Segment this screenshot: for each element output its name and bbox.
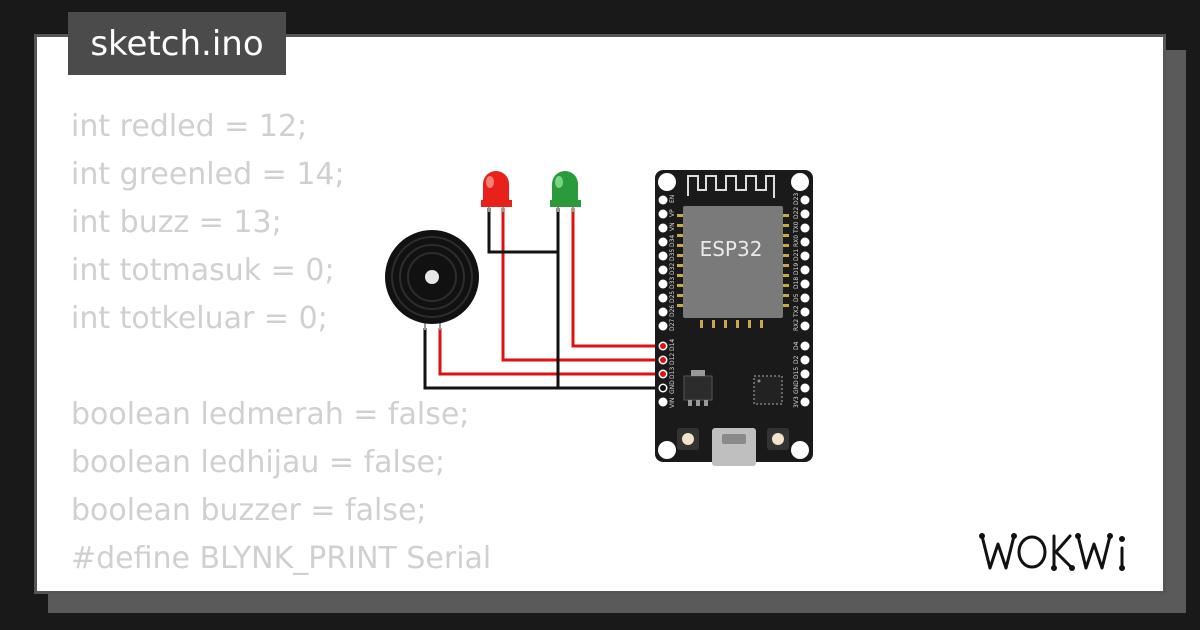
file-name-label: sketch.ino [90,23,264,64]
svg-text:3V3: 3V3 [793,396,800,408]
code-line: #define BLYNK_PRINT Serial [71,541,492,576]
code-line: int redled = 12; [71,109,308,144]
svg-text:EN: EN [669,195,676,203]
svg-text:GND: GND [793,380,800,394]
wire-endpoints [660,343,666,377]
wire-green-led [571,208,664,348]
svg-text:D4: D4 [793,341,800,350]
file-name-tab[interactable]: sketch.ino [68,12,286,75]
svg-text:D2: D2 [793,355,800,364]
svg-text:D22: D22 [793,207,800,219]
svg-text:TX2: TX2 [793,305,800,318]
svg-text:VIN: VIN [669,398,676,408]
left-pin-labels: EN VP VN D34 D35 D32 D33 D25 D26 D27 D14… [669,195,676,408]
code-line: int buzz = 13; [71,205,282,240]
green-led-body [550,171,581,207]
chip-label: ESP32 [700,237,763,261]
svg-text:D13: D13 [669,367,676,379]
en-button [767,428,789,450]
code-line: int greenled = 14; [71,157,345,192]
svg-text:D21: D21 [793,249,800,261]
red-led-body [481,171,512,207]
svg-text:D15: D15 [793,367,800,379]
svg-text:D27: D27 [669,319,676,331]
svg-text:RX2: RX2 [793,319,800,331]
voltage-regulator [683,370,713,406]
buzzer[interactable] [385,230,479,330]
wire-buzzer-ground [423,328,560,390]
wokwi-logo [979,533,1125,571]
wire-buzzer-signal [438,328,664,376]
green-led[interactable] [550,171,581,212]
svg-text:D18: D18 [793,277,800,289]
preview-card: int redled = 12; int greenled = 14; int … [34,34,1166,594]
svg-text:GND: GND [669,380,676,394]
svg-text:D25: D25 [669,291,676,303]
svg-text:VN: VN [669,222,676,231]
code-line: #include <WiFi.h> [71,583,491,591]
svg-text:D5: D5 [793,293,800,302]
svg-text:D34: D34 [669,235,676,247]
usb-uart-chip [753,375,783,405]
right-pin-labels: D23 D22 TX0 RX0 D21 D19 D18 D5 TX2 RX2 D… [793,193,800,408]
code-line: int totmasuk = 0; [71,253,335,288]
antenna-trace [687,175,775,198]
svg-text:VP: VP [669,209,676,217]
module-pads [677,214,789,328]
svg-text:D32: D32 [669,263,676,275]
svg-text:D33: D33 [669,277,676,289]
code-line: boolean ledmerah = false; [71,397,470,432]
svg-text:D35: D35 [669,249,676,261]
svg-text:D23: D23 [793,193,800,205]
boot-button [677,428,699,450]
svg-text:D19: D19 [793,263,800,275]
code-line: int totkeluar = 0; [71,301,328,336]
wires [423,208,664,390]
code-listing: int redled = 12; int greenled = 14; int … [71,103,492,591]
code-line: boolean ledhijau = false; [71,445,446,480]
code-line: boolean buzzer = false; [71,493,427,528]
esp32-module [683,206,783,318]
left-header [658,195,668,407]
micro-usb-port [712,428,756,466]
wire-red-led [501,208,664,362]
wokwi-logo-mark [980,534,1124,570]
wire-led-ground-join [487,208,558,254]
svg-text:RX0: RX0 [793,235,800,247]
red-led[interactable] [481,171,512,212]
svg-text:D12: D12 [669,353,676,365]
svg-text:D26: D26 [669,305,676,317]
svg-text:D14: D14 [669,339,676,351]
esp32-board[interactable]: ESP32 EN [655,170,813,466]
svg-text:TX0: TX0 [793,221,800,234]
right-header [800,195,810,407]
